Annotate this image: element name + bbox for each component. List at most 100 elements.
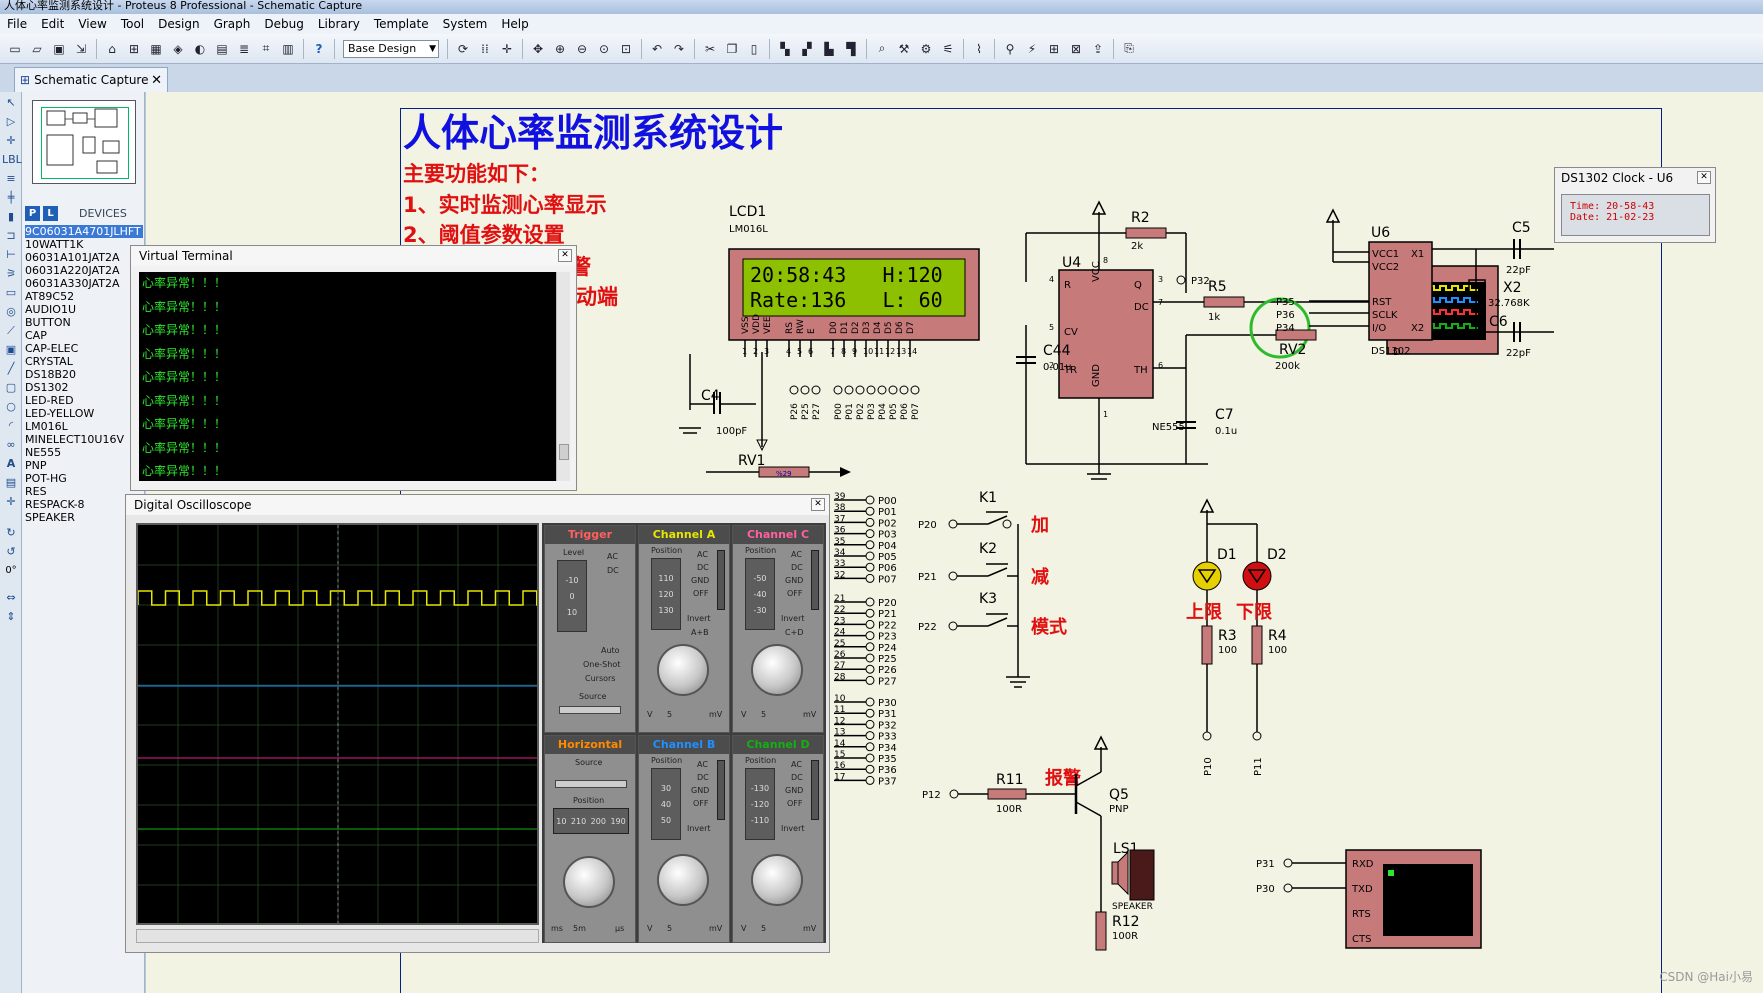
- box-2d-icon[interactable]: ▢: [5, 381, 17, 394]
- path-2d-icon[interactable]: ∞: [6, 438, 16, 451]
- list-item[interactable]: 06031A220JAT2A: [25, 264, 120, 277]
- menu-view[interactable]: View: [78, 17, 107, 31]
- list-item[interactable]: LM016L: [25, 420, 68, 433]
- coupling-dc[interactable]: DC: [697, 563, 709, 572]
- cut-icon[interactable]: ✂: [704, 41, 716, 56]
- block-copy-icon[interactable]: ▚: [780, 41, 790, 56]
- library-manager-button[interactable]: L: [43, 205, 58, 221]
- wire-label-icon[interactable]: LBL: [2, 153, 22, 166]
- c44-component[interactable]: C44 0.01u: [1016, 343, 1072, 373]
- lcd1-component[interactable]: LCD1 LM016L 20:58:43 H:120 Rate:136 L: 6…: [728, 204, 980, 420]
- list-item[interactable]: MINELECT10U16V: [25, 433, 124, 446]
- coupling-dc[interactable]: DC: [791, 773, 803, 782]
- remove-sheet-icon[interactable]: ⊠: [1070, 41, 1082, 56]
- r2-component[interactable]: R2 2k: [1125, 210, 1167, 252]
- coupling-ac[interactable]: AC: [697, 760, 708, 769]
- overview-viewport[interactable]: [41, 107, 129, 179]
- grid-icon[interactable]: ⁞⁞: [481, 41, 489, 56]
- d2-led[interactable]: D2 下限 R4 100 P11: [1236, 524, 1287, 776]
- virtual-terminal-screen[interactable]: 心率异常！！！ 心率异常！！！ 心率异常！！！ 心率异常！！！ 心率异常！！！ …: [139, 272, 557, 481]
- coupling-gnd[interactable]: GND: [691, 786, 710, 795]
- channel-a-coupling-switch[interactable]: [717, 550, 725, 610]
- close-icon[interactable]: ✕: [1697, 171, 1711, 184]
- marker-2d-icon[interactable]: ✛: [6, 495, 16, 508]
- line-2d-icon[interactable]: ╱: [7, 362, 15, 375]
- selection-mode-icon[interactable]: ↖: [6, 96, 16, 109]
- channel-c-combine[interactable]: C+D: [785, 628, 804, 637]
- x2-crystal-component[interactable]: X2 32.768K: [1488, 280, 1530, 309]
- block-delete-icon[interactable]: ▜: [846, 41, 856, 56]
- bom-icon[interactable]: ≣: [238, 41, 250, 56]
- channel-d-invert[interactable]: Invert: [781, 824, 805, 833]
- list-item[interactable]: RES: [25, 485, 47, 498]
- channel-b-coupling-switch[interactable]: [717, 760, 725, 820]
- channel-a-invert[interactable]: Invert: [687, 614, 711, 623]
- sub-circuit-icon[interactable]: ▮: [7, 210, 15, 223]
- horizontal-position-slider[interactable]: 10 210 200 190: [553, 808, 629, 834]
- schematic-icon[interactable]: ⊞: [128, 41, 140, 56]
- zoom-in-icon[interactable]: ⊕: [554, 41, 566, 56]
- k2-button[interactable]: K2 P21 减: [918, 541, 1049, 588]
- r5-component[interactable]: R5 1k: [1203, 279, 1245, 323]
- overview-window[interactable]: [32, 100, 136, 184]
- wire-autorouter-icon[interactable]: ⌇: [976, 41, 982, 56]
- list-item[interactable]: 06031A330JAT2A: [25, 277, 120, 290]
- package-tool-icon[interactable]: ⚙: [920, 41, 932, 56]
- k3-button[interactable]: K3 P22 模式: [918, 591, 1067, 638]
- k1-button[interactable]: K1 P20 加: [918, 490, 1049, 536]
- menu-design[interactable]: Design: [158, 17, 200, 31]
- rotation-angle[interactable]: 0°: [5, 565, 17, 576]
- channel-b-invert[interactable]: Invert: [687, 824, 711, 833]
- decompose-icon[interactable]: ⚟: [942, 41, 954, 56]
- list-item[interactable]: 10WATT1K: [25, 238, 84, 251]
- list-item[interactable]: DS18B20: [25, 368, 76, 381]
- coupling-gnd[interactable]: GND: [691, 576, 710, 585]
- search-icon[interactable]: ⚲: [1005, 41, 1015, 56]
- list-item[interactable]: BUTTON: [25, 316, 71, 329]
- list-item[interactable]: 9C06031A4701JLHFT: [25, 225, 143, 238]
- pick-from-libraries-button[interactable]: P: [25, 205, 40, 221]
- help-icon[interactable]: ?: [315, 41, 323, 56]
- list-item[interactable]: SPEAKER: [25, 511, 75, 524]
- channel-a-volts-knob[interactable]: [657, 644, 709, 696]
- menu-debug[interactable]: Debug: [264, 17, 304, 31]
- rotate-ccw-icon[interactable]: ↺: [6, 545, 16, 558]
- 3d-view-icon[interactable]: ◈: [173, 41, 183, 56]
- design-variant-select[interactable]: Base Design▼: [343, 39, 439, 58]
- text-script-icon[interactable]: ≡: [6, 172, 16, 185]
- virtual-instrument-icon[interactable]: ▣: [5, 343, 17, 356]
- menu-graph[interactable]: Graph: [213, 17, 251, 31]
- rotate-cw-icon[interactable]: ↻: [6, 526, 16, 539]
- list-item[interactable]: CRYSTAL: [25, 355, 73, 368]
- u6-ds1302-component[interactable]: U6 DS1302 VCC1 VCC2 RST SCLK I/O X1 X2 P…: [1276, 208, 1554, 357]
- block-rotate-icon[interactable]: ▙: [824, 41, 834, 56]
- list-item[interactable]: POT-HG: [25, 472, 67, 485]
- oscilloscope-screen[interactable]: [136, 523, 539, 925]
- gerber-icon[interactable]: ◐: [194, 41, 206, 56]
- design-explorer-icon[interactable]: ▤: [216, 41, 228, 56]
- paste-icon[interactable]: ▯: [750, 41, 758, 56]
- zoom-out-icon[interactable]: ⊖: [576, 41, 588, 56]
- list-item[interactable]: RESPACK-8: [25, 498, 85, 511]
- list-item[interactable]: AUDIO1U: [25, 303, 76, 316]
- virtual-terminal-window[interactable]: Virtual Terminal ✕ 心率异常！！！ 心率异常！！！ 心率异常！…: [130, 245, 577, 491]
- list-item[interactable]: NE555: [25, 446, 62, 459]
- channel-d-position-slider[interactable]: -130 -120 -110: [745, 768, 775, 840]
- component-mode-icon[interactable]: ▷: [6, 115, 16, 128]
- trigger-level-slider[interactable]: -10 0 10: [557, 560, 587, 632]
- menu-library[interactable]: Library: [317, 17, 360, 31]
- terminal-icon[interactable]: ⊐: [6, 229, 16, 242]
- virtual-terminal-symbol[interactable]: RXD TXD RTS CTS P31 P30: [1256, 849, 1482, 949]
- c7-component[interactable]: C7 0.1u: [1176, 407, 1237, 464]
- channel-b-volts-knob[interactable]: [657, 854, 709, 906]
- coupling-dc[interactable]: DC: [791, 563, 803, 572]
- menu-system[interactable]: System: [442, 17, 488, 31]
- menu-file[interactable]: File: [7, 17, 28, 31]
- q5-transistor[interactable]: 报警 Q5 PNP P12 R11 100R: [922, 735, 1129, 912]
- bus-icon[interactable]: ╪: [7, 191, 15, 204]
- terminal-scrollbar[interactable]: [556, 272, 570, 481]
- import-icon[interactable]: ⇲: [75, 41, 87, 56]
- coupling-gnd[interactable]: GND: [785, 576, 804, 585]
- channel-d-coupling-switch[interactable]: [811, 760, 819, 820]
- list-item[interactable]: AT89C52: [25, 290, 75, 303]
